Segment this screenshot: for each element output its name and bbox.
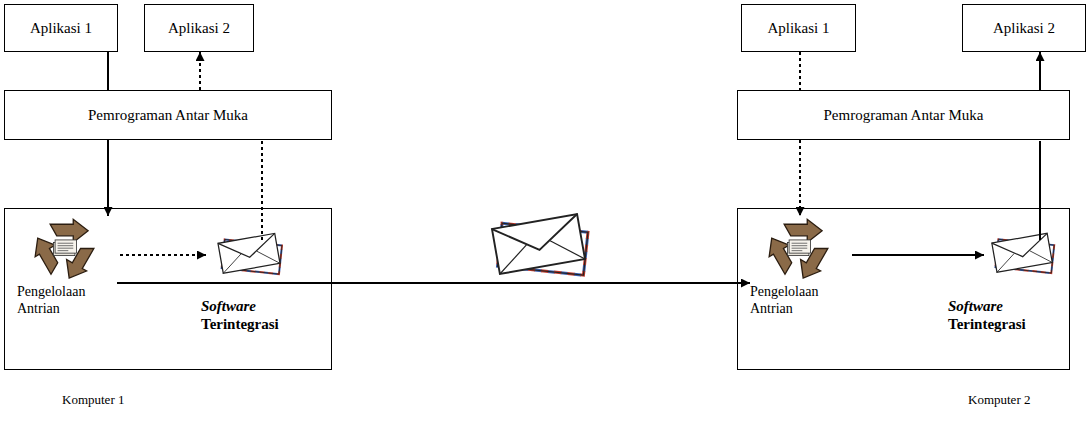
box-label: Aplikasi 2	[168, 19, 230, 37]
solid-arrow	[852, 254, 984, 256]
computer-label: Komputer 2	[968, 392, 1030, 408]
computer-label: Komputer 1	[62, 392, 124, 408]
component-label: Pengelolaan Antrian	[750, 284, 850, 318]
envelope-icon	[492, 214, 588, 275]
application-box: Aplikasi 2	[144, 4, 254, 52]
application-box: Aplikasi 2	[962, 4, 1086, 52]
box-label: Aplikasi 1	[30, 19, 92, 37]
interface-box: Pemrograman Antar Muka	[4, 90, 332, 140]
caption-holder: Komputer 1	[62, 392, 124, 408]
envelope-icon	[992, 233, 1054, 273]
software-box: Pengelolaan Antrian Software Terintegrasi	[4, 208, 332, 370]
queue-manager: Pengelolaan Antrian	[17, 216, 117, 318]
box-label: Pemrograman Antar Muka	[88, 106, 248, 124]
dotted-connector	[799, 140, 801, 216]
interface-box: Pemrograman Antar Muka	[737, 90, 1070, 140]
dotted-connector	[199, 52, 201, 90]
solid-line	[1039, 141, 1041, 240]
box-label: Aplikasi 1	[767, 19, 829, 37]
solid-connector	[107, 140, 109, 216]
dotted-line	[261, 141, 263, 240]
solid-connector	[107, 52, 109, 90]
dotted-arrow	[120, 254, 206, 256]
box-label: Aplikasi 2	[993, 19, 1055, 37]
box-label: Pemrograman Antar Muka	[824, 106, 984, 124]
queue-icon	[28, 219, 98, 284]
dotted-connector	[799, 52, 801, 90]
queue-manager: Pengelolaan Antrian	[750, 216, 850, 318]
software-box: Pengelolaan Antrian Software Terintegrasi	[737, 208, 1070, 370]
application-box: Aplikasi 1	[741, 4, 856, 52]
system-title: Software Terintegrasi	[201, 297, 301, 333]
queue-icon	[762, 219, 832, 284]
component-label: Pengelolaan Antrian	[17, 284, 117, 318]
caption-holder: Komputer 2	[968, 392, 1030, 408]
solid-connector	[117, 282, 750, 284]
application-box: Aplikasi 1	[4, 4, 118, 52]
envelope-icon	[218, 233, 282, 274]
system-title: Software Terintegrasi	[948, 297, 1048, 333]
solid-connector	[1039, 52, 1041, 90]
